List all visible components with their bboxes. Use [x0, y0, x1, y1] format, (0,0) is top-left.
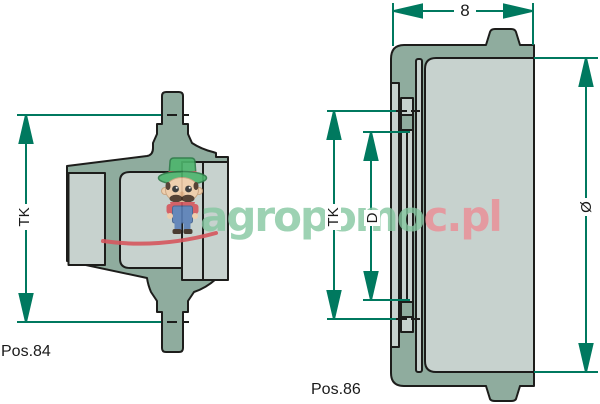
drum-inner-ring-strip [415, 58, 423, 373]
hair-left [165, 182, 171, 190]
hub-tk-label: TK [16, 204, 33, 230]
watermark-text: agropomoc.pl [200, 196, 503, 238]
sleeve-left [166, 204, 174, 214]
arrow-left-icon [393, 3, 423, 19]
drum-d-label: D [364, 210, 381, 226]
arrow-up-icon [326, 110, 342, 140]
farmer-mascot [101, 157, 218, 246]
drum-part [390, 28, 535, 402]
watermark-text-green: agropomo [200, 192, 426, 241]
eye-left [172, 185, 179, 193]
drum-flange-boss-top [400, 114, 414, 131]
arrow-up-icon [363, 131, 379, 161]
mustache-right [181, 194, 195, 203]
arrow-up-icon [578, 57, 594, 87]
eye-glint-right [188, 186, 191, 189]
arrow-down-icon [18, 293, 34, 323]
sleeve-right [191, 204, 199, 214]
drum-tk-label: TK [325, 204, 342, 230]
drum-width-label: 8 [454, 1, 476, 19]
eye-right [185, 185, 192, 193]
hub-part [66, 91, 229, 353]
boot-right [183, 229, 193, 234]
red-swoosh [101, 231, 218, 246]
watermark-text-pink: c.pl [423, 192, 503, 241]
farmer-figure [157, 157, 208, 234]
arrow-down-icon [578, 343, 594, 373]
center-marks [167, 110, 420, 323]
hub-sleeve-bore [67, 172, 106, 266]
leg-left [174, 222, 182, 230]
drum-inner-face [424, 57, 535, 373]
drum-flange-boss-bottom [400, 301, 414, 318]
hand-right [192, 213, 198, 219]
arrow-down-icon [326, 290, 342, 320]
eye-glint-left [175, 186, 178, 189]
pos86-label: Pos.86 [311, 381, 361, 398]
pos84-label: Pos.84 [1, 343, 51, 360]
hair-right [193, 182, 199, 190]
mustache-left [169, 194, 183, 203]
drum-flange-strip-outer [390, 82, 400, 348]
hand-left [167, 213, 173, 219]
boot-left [172, 229, 182, 234]
arrow-up-icon [18, 114, 34, 144]
arrow-down-icon [363, 271, 379, 301]
drum-diameter-label: Ø [577, 198, 595, 216]
arrow-right-icon [503, 3, 533, 19]
nose [179, 191, 185, 197]
overalls [172, 205, 193, 224]
leg-right [183, 222, 191, 230]
